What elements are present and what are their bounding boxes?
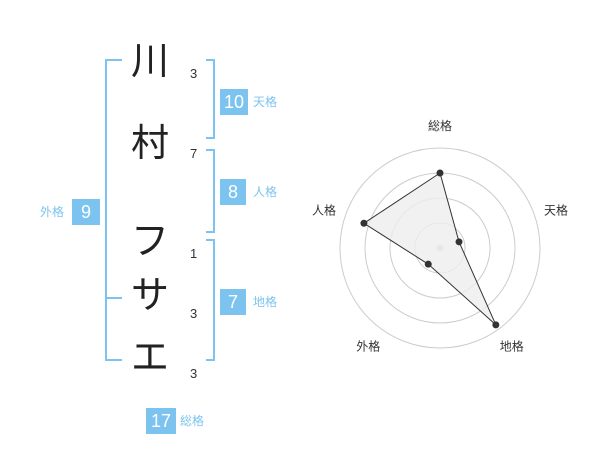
stroke-count-4: 3 xyxy=(190,306,198,321)
radar-point-1 xyxy=(436,169,444,177)
chikaku-value: 7 xyxy=(220,289,246,315)
radar-axis-label-3: 地格 xyxy=(500,339,524,354)
radar-point-2 xyxy=(455,238,463,246)
radar-axis-label-5: 人格 xyxy=(312,202,336,217)
jinkaku-value: 8 xyxy=(220,179,246,205)
stroke-count-1: 3 xyxy=(190,66,198,81)
radar-axis-label-2: 天格 xyxy=(544,202,568,217)
soukaku-value: 17 xyxy=(146,408,176,434)
radar-polygon xyxy=(362,172,497,326)
radar-point-4 xyxy=(424,260,432,268)
name-char-2: 村 xyxy=(130,121,169,165)
radar-point-3 xyxy=(492,321,500,329)
tenkaku-value: 10 xyxy=(220,89,248,115)
gaikaku-value: 9 xyxy=(72,199,100,225)
radar-ring-4 xyxy=(339,147,541,349)
name-char-5: エ xyxy=(130,335,169,379)
name-char-1: 川 xyxy=(130,39,169,83)
radar-point-5 xyxy=(360,219,368,227)
tenkaku-label: 天格 xyxy=(253,95,278,109)
gaikaku-label: 外格 xyxy=(40,205,65,219)
stroke-count-2: 7 xyxy=(190,146,198,161)
radar-axis-label-4: 外格 xyxy=(356,339,380,354)
stroke-count-3: 1 xyxy=(190,246,198,261)
stroke-count-5: 3 xyxy=(190,366,198,381)
soukaku-label: 総格 xyxy=(180,414,205,428)
name-char-4: サ xyxy=(130,273,169,317)
name-char-3: フ xyxy=(130,219,169,263)
jinkaku-label: 人格 xyxy=(253,185,278,199)
chikaku-label: 地格 xyxy=(253,295,278,309)
radar-axis-label-1: 総格 xyxy=(428,118,452,133)
